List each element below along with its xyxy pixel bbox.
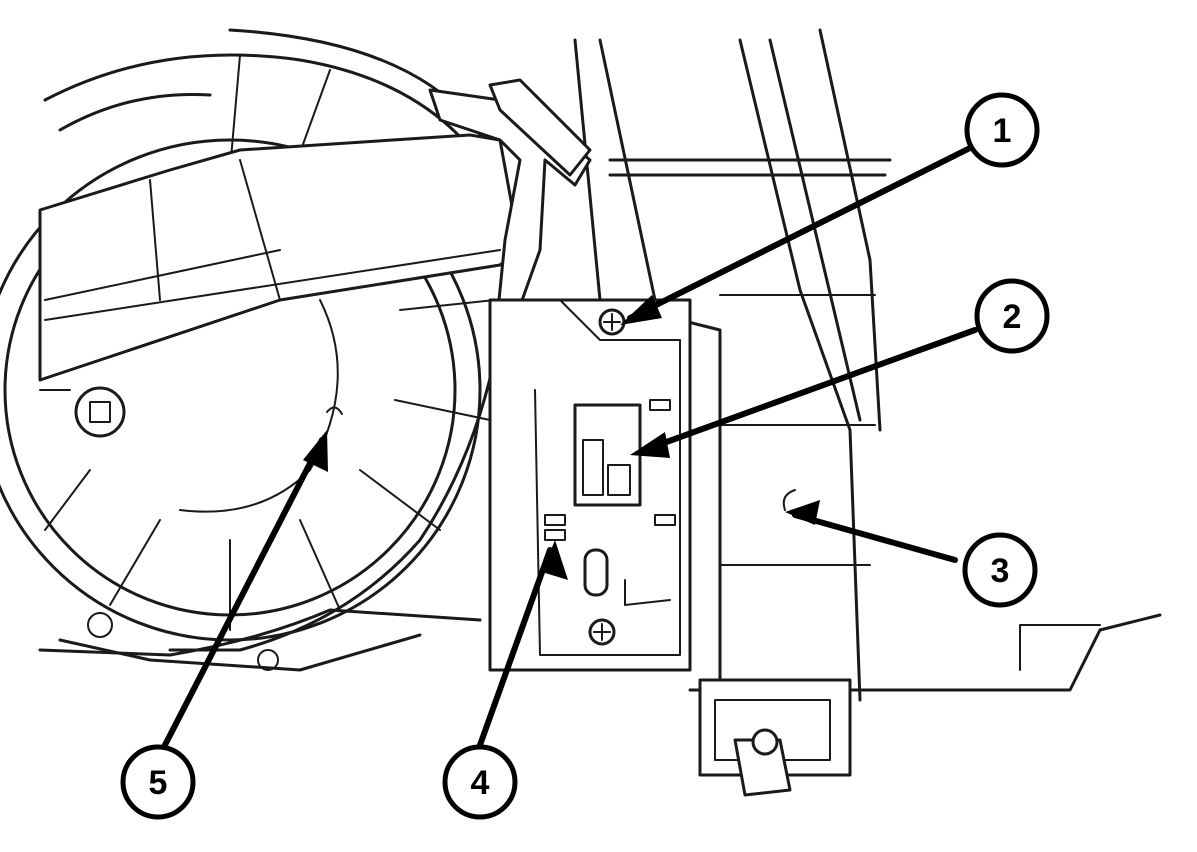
callout-4-label: 4 (471, 764, 490, 802)
callout-leaders (162, 145, 978, 748)
arrowhead-2 (630, 432, 670, 458)
arrowhead-1 (620, 295, 662, 325)
callout-3: 3 (962, 532, 1038, 608)
callout-3-label: 3 (991, 552, 1010, 590)
arrowhead-5 (303, 430, 328, 472)
callout-5: 5 (120, 744, 196, 820)
callout-4: 4 (442, 744, 518, 820)
callout-1: 1 (964, 92, 1040, 168)
callout-2: 2 (974, 278, 1050, 354)
callout-2-label: 2 (1003, 298, 1022, 336)
leader-1 (627, 145, 973, 321)
arrowhead-3 (785, 500, 820, 525)
leader-3 (792, 512, 958, 563)
arrowhead-4 (542, 540, 568, 580)
leader-4 (477, 547, 553, 748)
leader-5 (162, 437, 325, 748)
hvac-housing (573, 28, 1162, 797)
callout-1-label: 1 (993, 112, 1012, 150)
duct-arm (38, 133, 522, 438)
callout-5-label: 5 (149, 764, 168, 802)
leader-2 (647, 327, 978, 451)
